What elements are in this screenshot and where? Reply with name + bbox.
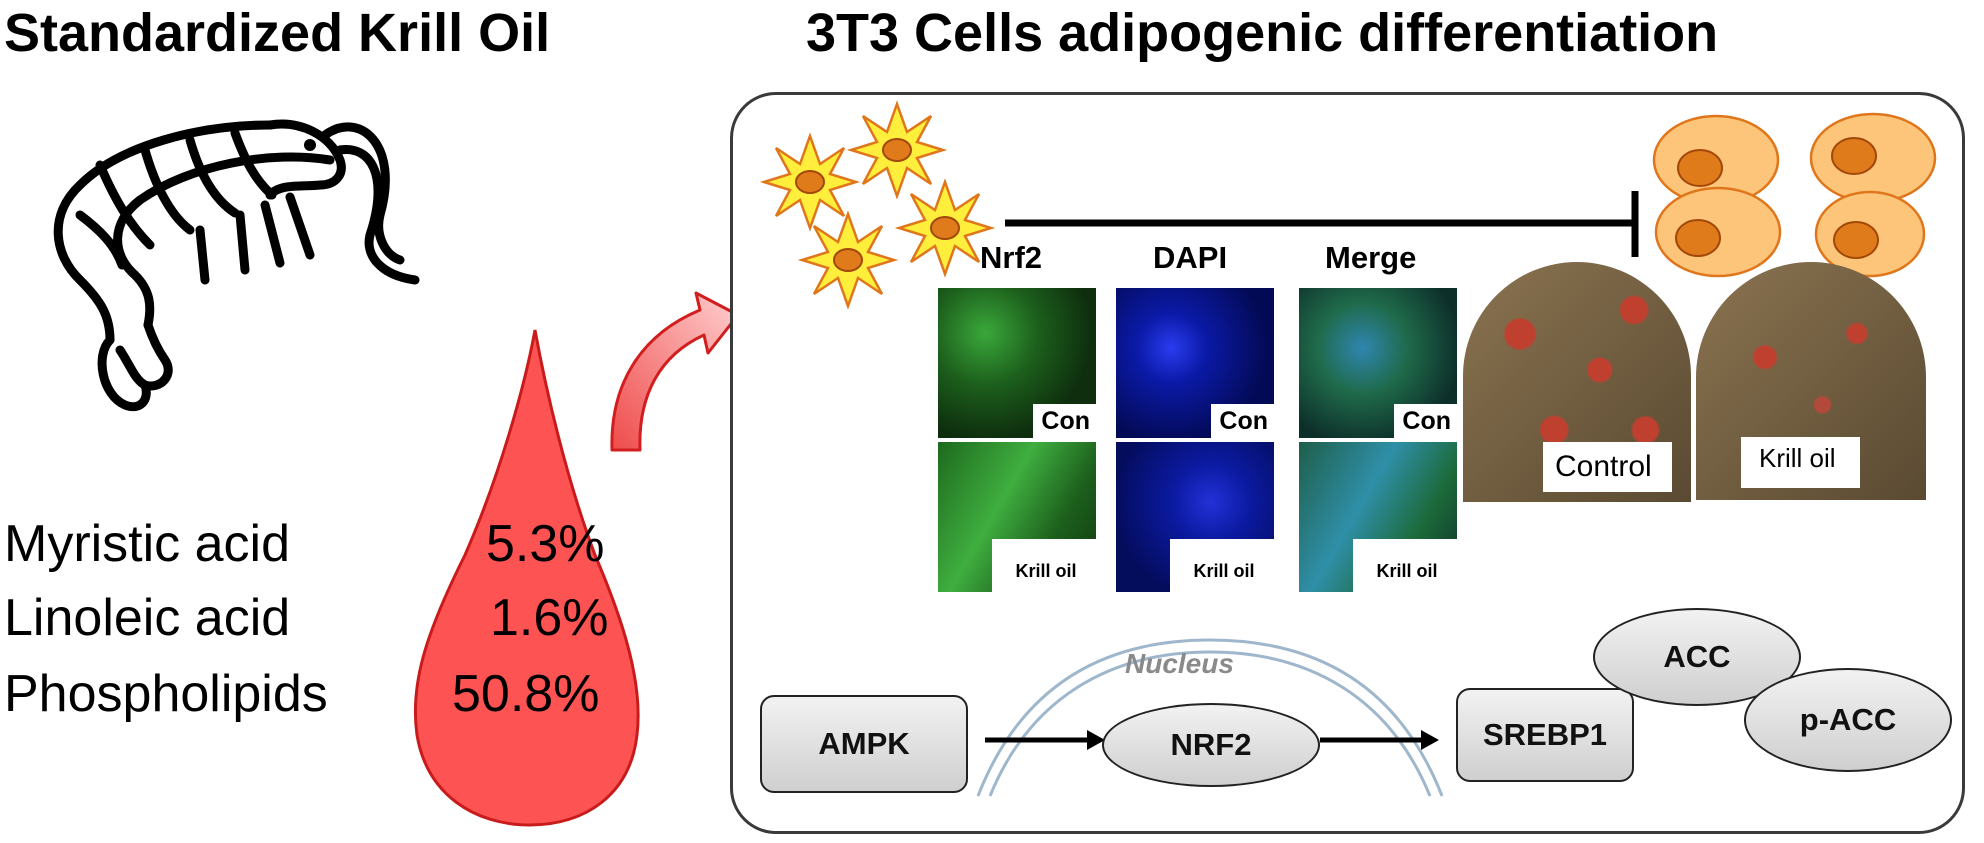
dapi-control-image: Con	[1116, 288, 1274, 438]
composition-value-myristic: 5.3%	[486, 515, 605, 573]
dapi-krill-image: Krill oil	[1116, 442, 1274, 592]
acc-node: ACC	[1593, 608, 1801, 706]
row-label-krill-oil: Krill oil	[1170, 539, 1274, 592]
adipocyte-icon	[1652, 112, 1937, 278]
merge-krill-image: Krill oil	[1299, 442, 1457, 592]
preadipocyte-icon	[762, 102, 993, 308]
row-label-con: Con	[1211, 404, 1274, 438]
oil-drop-icon	[413, 329, 640, 827]
inhibition-arrow	[1005, 191, 1639, 257]
pathway-arrows	[985, 730, 1439, 750]
row-label-con: Con	[1033, 404, 1096, 438]
control-staining-label: Control	[1543, 442, 1672, 492]
composition-name-phospholipids: Phospholipids	[4, 665, 328, 723]
nrf2-control-image: Con	[938, 288, 1096, 438]
nrf2-krill-image: Krill oil	[938, 442, 1096, 592]
nrf2-node: NRF2	[1102, 703, 1320, 787]
pacc-node: p-ACC	[1744, 668, 1952, 772]
krill-staining-label: Krill oil	[1741, 437, 1860, 488]
composition-value-linoleic: 1.6%	[490, 589, 609, 647]
column-header-merge: Merge	[1325, 240, 1417, 275]
merge-control-image: Con	[1299, 288, 1457, 438]
left-title: Standardized Krill Oil	[4, 3, 551, 63]
curved-arrow	[610, 291, 740, 452]
ampk-node: AMPK	[760, 695, 968, 793]
row-label-con: Con	[1394, 404, 1457, 438]
nucleus-membrane	[976, 638, 1444, 797]
right-title: 3T3 Cells adipogenic differentiation	[806, 3, 1719, 63]
srebp1-node: SREBP1	[1456, 688, 1634, 782]
composition-name-myristic: Myristic acid	[4, 515, 291, 573]
krill-staining-image: Krill oil	[1696, 262, 1926, 500]
composition-name-linoleic: Linoleic acid	[4, 589, 291, 647]
control-staining-image: Control	[1463, 262, 1691, 502]
nucleus-label: Nucleus	[1125, 648, 1234, 679]
shrimp-icon	[53, 119, 420, 412]
row-label-krill-oil: Krill oil	[1353, 539, 1457, 592]
column-header-nrf2: Nrf2	[980, 240, 1043, 275]
composition-value-phospholipids: 50.8%	[452, 665, 600, 723]
row-label-krill-oil: Krill oil	[992, 539, 1096, 592]
column-header-dapi: DAPI	[1153, 240, 1228, 275]
